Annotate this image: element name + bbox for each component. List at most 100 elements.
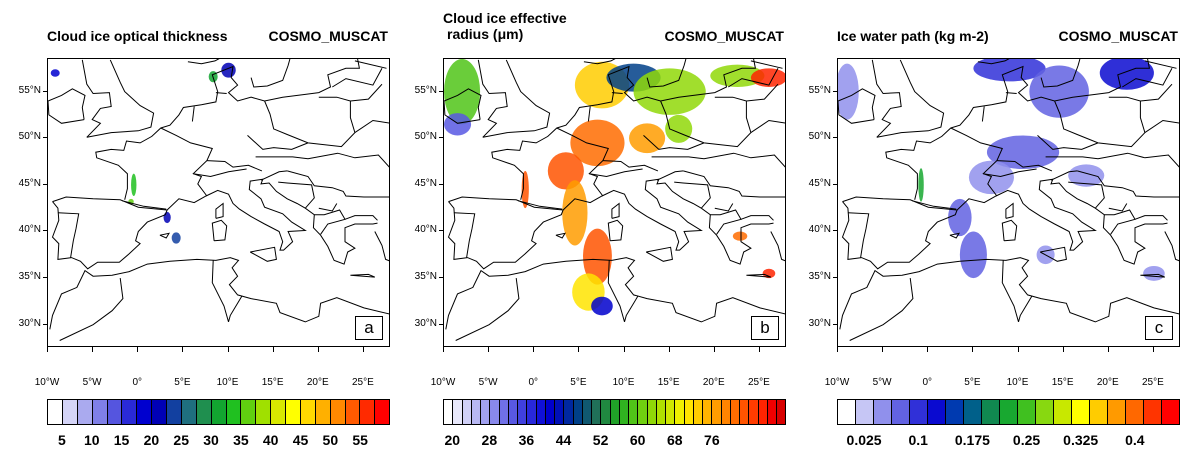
colorbar-swatch	[592, 400, 602, 424]
coastline	[646, 59, 687, 88]
coastline	[1039, 246, 1067, 262]
field-patch	[444, 59, 481, 125]
coastline	[206, 160, 263, 172]
coastline	[1045, 152, 1179, 168]
coastline	[714, 203, 734, 212]
coastline	[1054, 96, 1146, 148]
lon-tick-label: 5°W	[478, 377, 498, 388]
colorbar-swatch	[656, 400, 666, 424]
colorbar-swatch	[767, 400, 777, 424]
colorbar-swatch	[241, 400, 257, 424]
coastline	[354, 60, 387, 69]
coastline	[611, 202, 620, 219]
colorbar-label: 44	[555, 432, 572, 448]
panel-letter: a	[355, 316, 383, 340]
lon-tick	[972, 347, 974, 352]
colorbar-swatch	[910, 400, 928, 424]
lon-tick-label: 10°W	[34, 377, 60, 388]
lon-tick-label: 10°E	[1006, 377, 1029, 388]
coastline	[1001, 260, 1019, 323]
colorbar-swatch	[892, 400, 910, 424]
lon-tick-label: 25°E	[1142, 377, 1164, 388]
colorbar-swatch	[666, 400, 676, 424]
colorbar-swatch	[360, 400, 376, 424]
colorbar-swatch	[137, 400, 153, 424]
colorbar-swatch	[271, 400, 286, 424]
coastline	[318, 203, 338, 212]
coastline	[1134, 215, 1168, 221]
lat-tick	[833, 183, 837, 185]
coastline	[215, 202, 224, 219]
lon-tick	[1062, 347, 1064, 352]
coastline	[983, 168, 1037, 178]
coastline	[332, 68, 383, 88]
map-svg	[838, 59, 1179, 341]
panel-letter: b	[751, 316, 779, 340]
coastline	[350, 273, 375, 278]
lon-tick-label: 0°	[528, 377, 539, 388]
colorbar-swatch	[582, 400, 592, 424]
field-patch	[918, 168, 924, 202]
colorbar-swatch	[499, 400, 509, 424]
lon-tick	[668, 347, 670, 352]
colorbar-label: 28	[481, 432, 498, 448]
colorbar-swatch	[964, 400, 982, 424]
colorbar-swatch	[740, 400, 750, 424]
coastline	[674, 181, 711, 209]
colorbar-swatch	[675, 400, 685, 424]
coastline	[587, 106, 591, 122]
lat-tick-label: 40°N	[414, 224, 437, 236]
colorbar-swatch	[982, 400, 1000, 424]
coastline	[260, 170, 288, 181]
lat-tick	[439, 323, 443, 325]
colorbar-label: 15	[113, 432, 130, 448]
coastline	[81, 59, 112, 138]
lat-tick	[439, 183, 443, 185]
colorbar-swatch	[1072, 400, 1090, 424]
panel-letter: c	[1145, 316, 1173, 340]
colorbar-swatch	[518, 400, 528, 424]
coastline	[121, 200, 167, 210]
colorbar	[837, 399, 1180, 425]
lat-tick	[833, 277, 837, 279]
colorbar-swatch	[684, 400, 694, 424]
coastline	[750, 119, 785, 134]
colorbar-swatch	[536, 400, 546, 424]
coastline	[287, 170, 389, 198]
coastline	[250, 59, 291, 88]
colorbar-swatch	[375, 400, 390, 424]
lon-tick-label: 10°W	[430, 377, 456, 388]
colorbar-swatch	[211, 400, 227, 424]
coastline	[517, 200, 563, 210]
colorbar-label: 76	[704, 432, 720, 448]
lat-tick	[43, 90, 47, 92]
lat-tick	[439, 230, 443, 232]
lon-tick-label: 0°	[132, 377, 143, 388]
colorbar-swatch	[181, 400, 197, 424]
lat-tick-label: 40°N	[808, 224, 831, 236]
colorbar-swatch	[1108, 400, 1126, 424]
colorbar-swatch	[508, 400, 518, 424]
lat-tick	[43, 137, 47, 139]
colorbar-swatch	[647, 400, 657, 424]
colorbar-swatch	[315, 400, 331, 424]
lat-tick	[43, 277, 47, 279]
coastline	[660, 96, 752, 148]
colorbar-swatch	[256, 400, 272, 424]
lon-tick-label: 10°E	[216, 377, 239, 388]
colorbar-swatch	[481, 400, 491, 424]
coastline	[911, 200, 957, 210]
lat-tick-label: 35°N	[18, 271, 41, 283]
lon-tick-label: 15°E	[261, 377, 284, 388]
map-area: a	[47, 58, 390, 347]
coastline	[455, 278, 520, 341]
lat-tick-label: 35°N	[414, 271, 437, 283]
field-patch	[131, 173, 137, 197]
colorbar-swatch	[1036, 400, 1054, 424]
colorbar-swatch	[629, 400, 639, 424]
colorbar-swatch	[1144, 400, 1162, 424]
lon-tick	[137, 347, 139, 352]
colorbar-swatch	[286, 400, 301, 424]
lon-tick-label: 10°W	[824, 377, 850, 388]
colorbar-swatch	[226, 400, 242, 424]
